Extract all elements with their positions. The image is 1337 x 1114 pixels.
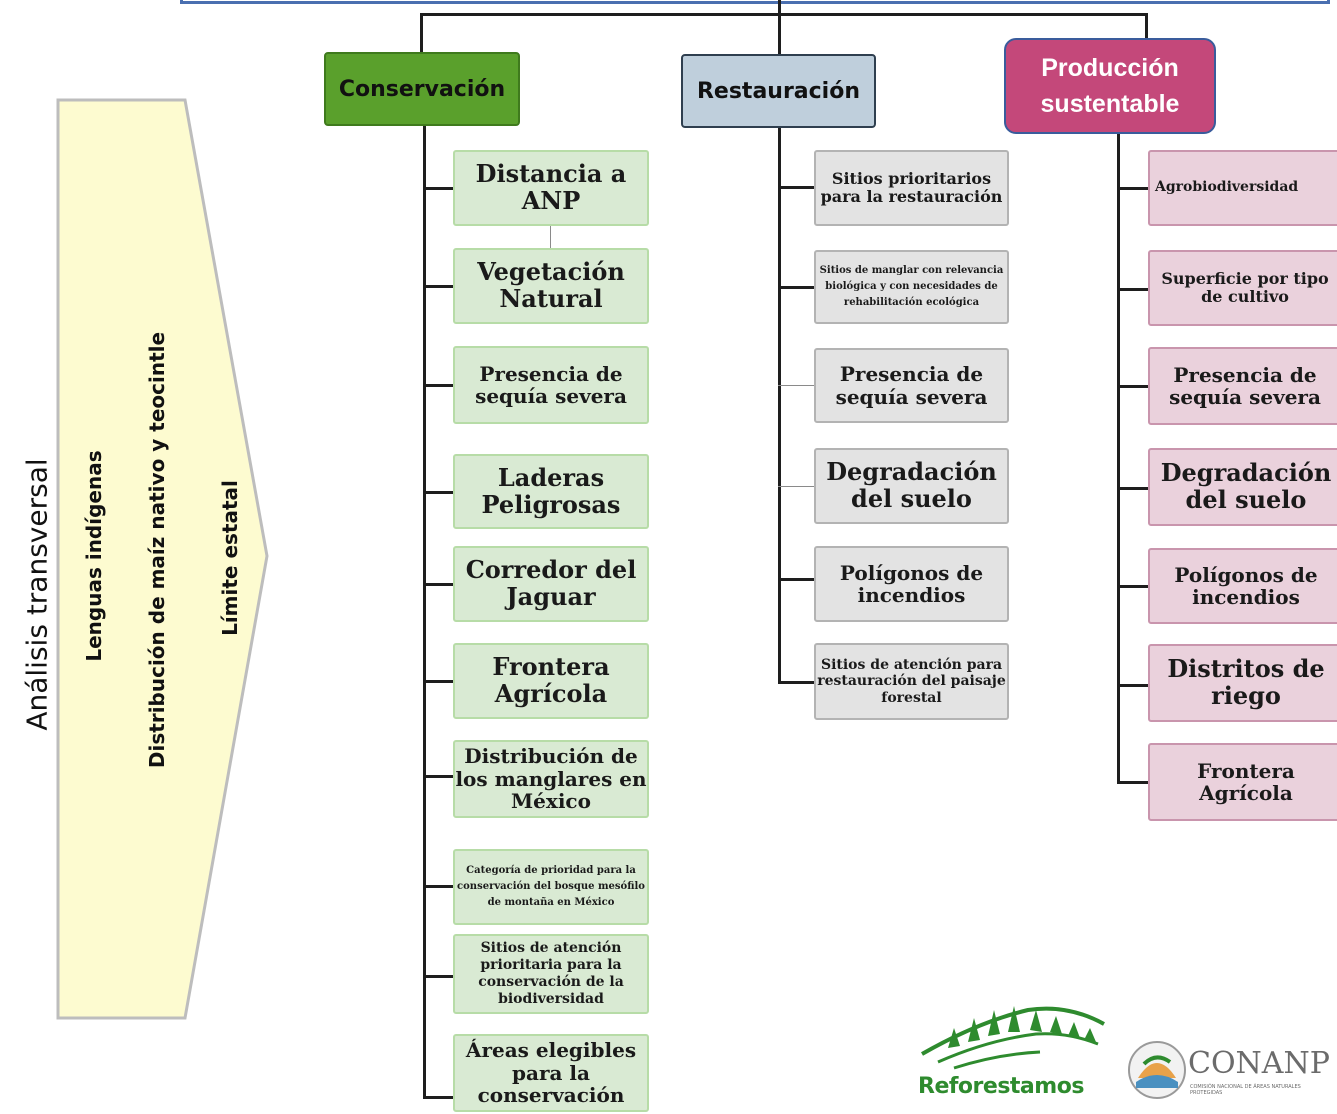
conservacion-item-label: Distancia a ANP	[475, 159, 627, 215]
tick	[423, 187, 453, 190]
produccion-item: Polígonos de incendios	[1148, 548, 1337, 624]
produccion-item-label: Degradación del suelo	[1160, 458, 1332, 514]
conservacion-item: Frontera Agrícola	[453, 643, 649, 719]
restauracion-item: Sitios de manglar con relevancia biológi…	[814, 250, 1009, 324]
restauracion-item: Sitios de atención para restauración del…	[814, 643, 1009, 720]
tick	[423, 285, 453, 288]
tick	[778, 286, 814, 289]
spine-conservacion	[423, 124, 426, 1098]
transversal-title: Análisis transversal	[20, 458, 54, 731]
header-produccion-label: Producción sustentable	[1040, 53, 1180, 118]
conservacion-item-label: Corredor del Jaguar	[465, 555, 637, 611]
restauracion-item: Degradación del suelo	[814, 448, 1009, 524]
produccion-item: Distritos de riego	[1148, 644, 1337, 722]
header-produccion: Producción sustentable	[1004, 38, 1216, 134]
produccion-item: Degradación del suelo	[1148, 448, 1337, 526]
header-restauracion-label: Restauración	[696, 78, 861, 104]
tick	[423, 583, 453, 586]
tick	[1117, 781, 1148, 784]
tick	[423, 775, 453, 778]
conservacion-item: Presencia de sequía severa	[453, 346, 649, 424]
header-conservacion-label: Conservación	[338, 76, 506, 102]
restauracion-item-label: Degradación del suelo	[826, 457, 997, 513]
conanp-wordmark: CONANP	[1188, 1046, 1330, 1081]
tick	[778, 578, 814, 581]
produccion-item: Agrobiodiversidad	[1148, 150, 1337, 226]
top-frame	[180, 0, 1330, 4]
conservacion-item: Vegetación Natural	[453, 248, 649, 324]
produccion-item-label: Agrobiodiversidad	[1155, 179, 1299, 196]
produccion-item-label: Frontera Agrícola	[1197, 758, 1295, 805]
branch-drop-restauracion	[778, 13, 781, 55]
restauracion-item: Polígonos de incendios	[814, 546, 1009, 622]
restauracion-item-label: Sitios de atención para restauración del…	[817, 657, 1006, 706]
conservacion-item-label: Categoría de prioridad para la conservac…	[457, 865, 645, 908]
reforestamos-wordmark: Reforestamos	[918, 1074, 1084, 1099]
conservacion-item: Distribución de los manglares en México	[453, 740, 649, 818]
connector-thin	[550, 225, 551, 249]
restauracion-item-label: Polígonos de incendios	[839, 560, 984, 607]
tick	[423, 384, 453, 387]
conservacion-item: Áreas elegibles para la conservación	[453, 1034, 649, 1112]
conanp-emblem	[1128, 1041, 1186, 1099]
produccion-item: Superficie por tipo de cultivo	[1148, 250, 1337, 326]
tick	[778, 486, 814, 487]
produccion-item-label: Superficie por tipo de cultivo	[1161, 269, 1329, 306]
tick	[1117, 187, 1148, 190]
restauracion-item-label: Sitios de manglar con relevancia biológi…	[819, 265, 1004, 308]
tick	[1117, 585, 1148, 588]
restauracion-item: Sitios prioritarios para la restauración	[814, 150, 1009, 226]
tick	[1117, 288, 1148, 291]
tick	[423, 1096, 453, 1099]
conservacion-item-label: Distribución de los manglares en México	[455, 744, 647, 814]
branch-bar	[420, 13, 1148, 16]
conservacion-item-label: Presencia de sequía severa	[475, 361, 627, 408]
header-restauracion: Restauración	[681, 54, 876, 128]
conservacion-item-label: Sitios de atención prioritaria para la c…	[478, 940, 624, 1007]
conservacion-item: Sitios de atención prioritaria para la c…	[453, 934, 649, 1014]
tick	[423, 680, 453, 683]
restauracion-item: Presencia de sequía severa	[814, 348, 1009, 423]
transversal-item-lenguas: Lenguas indígenas	[82, 450, 106, 662]
restauracion-item-label: Sitios prioritarios para la restauración	[820, 169, 1003, 206]
conanp-subtitle: COMISIÓN NACIONAL DE ÁREAS NATURALES PRO…	[1190, 1084, 1301, 1096]
conservacion-item: Distancia a ANP	[453, 150, 649, 226]
conservacion-item-label: Vegetación Natural	[477, 257, 625, 313]
header-conservacion: Conservación	[324, 52, 520, 126]
conservacion-item-label: Laderas Peligrosas	[481, 462, 621, 519]
spine-restauracion	[778, 128, 781, 683]
branch-drop-conservacion	[420, 13, 423, 53]
produccion-item: Frontera Agrícola	[1148, 743, 1337, 821]
conservacion-item-label: Frontera Agrícola	[492, 652, 610, 708]
tick	[778, 186, 814, 189]
transversal-item-maiz: Distribución de maíz nativo y teocintle	[145, 331, 169, 769]
produccion-item-label: Presencia de sequía severa	[1169, 362, 1321, 409]
produccion-item-label: Polígonos de incendios	[1174, 562, 1318, 609]
tick	[423, 975, 453, 978]
tick	[1117, 487, 1148, 490]
tick	[778, 681, 814, 684]
tick	[423, 491, 453, 494]
reforestamos-logo	[921, 1006, 1105, 1070]
branch-drop-produccion	[1145, 13, 1148, 39]
tick	[1117, 385, 1148, 388]
trunk-line	[778, 0, 781, 14]
tick	[423, 885, 453, 888]
transversal-arrow	[56, 98, 269, 1020]
tick	[1117, 684, 1148, 687]
restauracion-item-label: Presencia de sequía severa	[835, 362, 988, 409]
transversal-item-limite: Límite estatal	[218, 480, 242, 636]
conservacion-item: Categoría de prioridad para la conservac…	[453, 849, 649, 925]
produccion-item: Presencia de sequía severa	[1148, 347, 1337, 425]
conservacion-item-label: Áreas elegibles para la conservación	[465, 1038, 637, 1108]
produccion-item-label: Distritos de riego	[1167, 654, 1325, 710]
conservacion-item: Laderas Peligrosas	[453, 454, 649, 529]
spine-produccion	[1117, 134, 1120, 782]
conservacion-item: Corredor del Jaguar	[453, 546, 649, 622]
tick	[778, 385, 814, 386]
